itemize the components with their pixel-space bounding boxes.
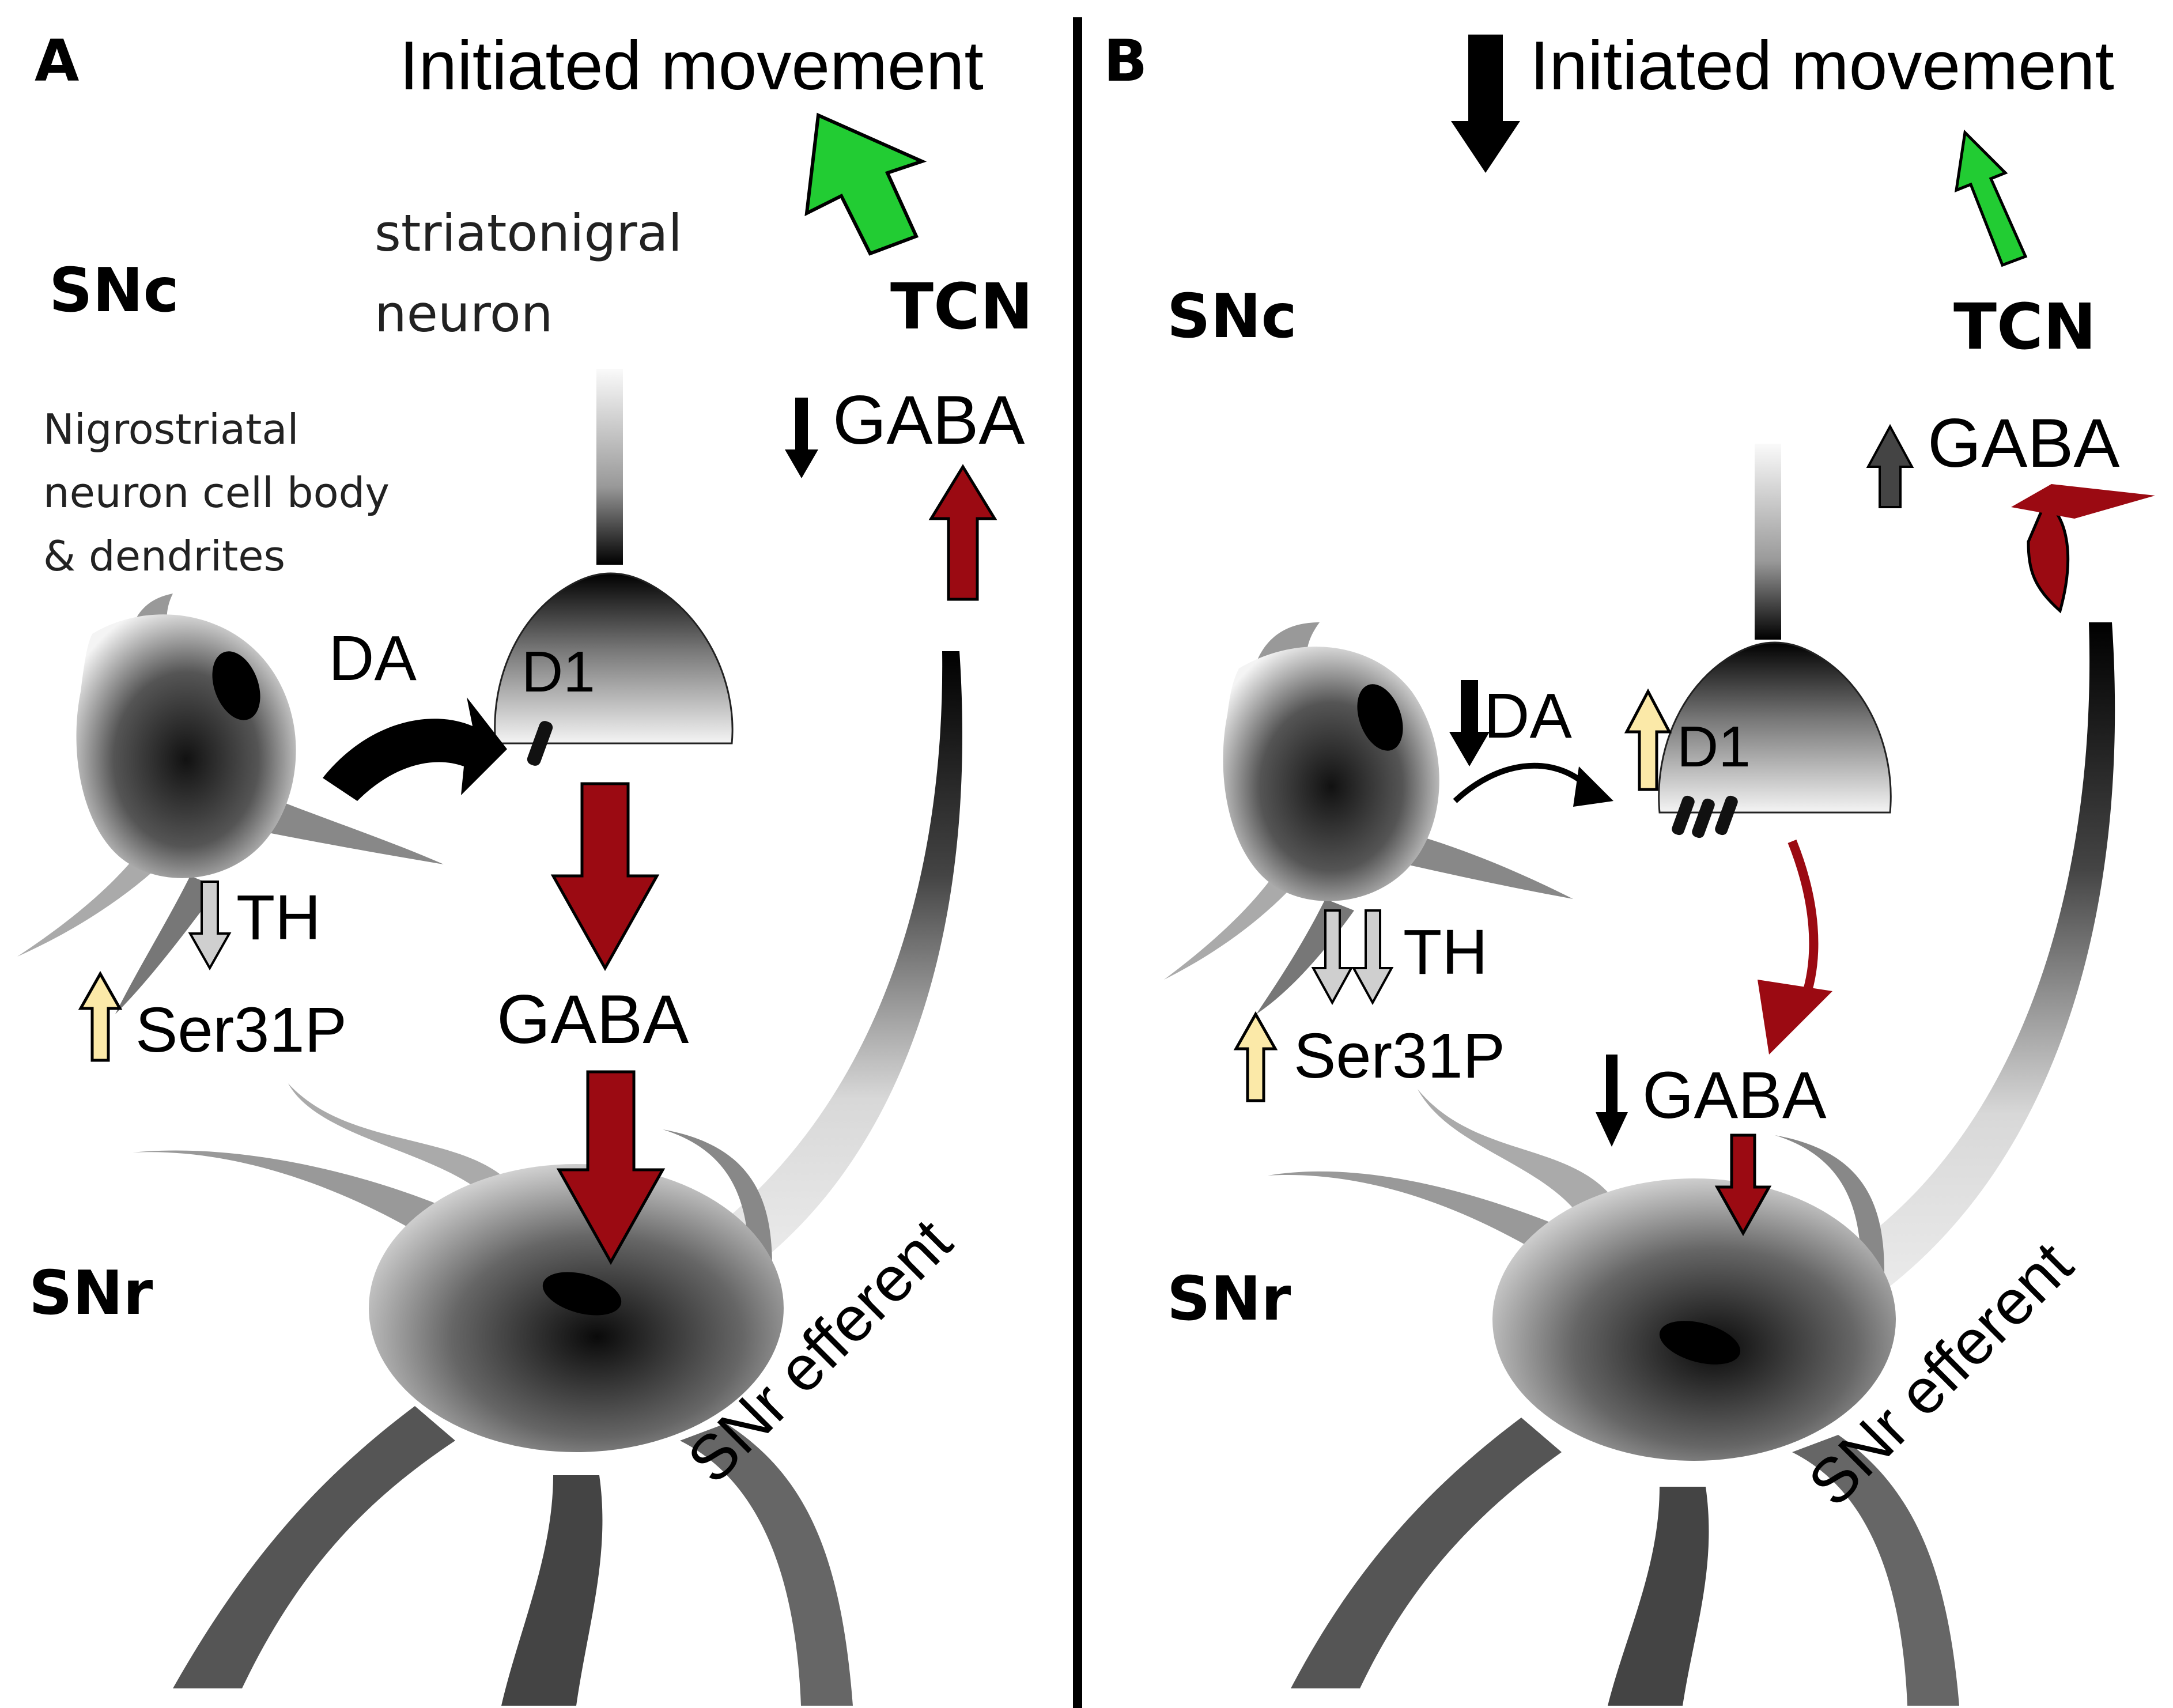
panel-b-th-label: TH <box>1403 917 1488 988</box>
striatonigral-axon-stem <box>596 369 623 565</box>
movement-down-arrow-b <box>1451 35 1520 173</box>
panel-a-snc-label: SNc <box>49 255 179 326</box>
panel-b-ser31p-label: Ser31P <box>1294 1021 1505 1091</box>
panel-divider <box>1073 17 1082 1708</box>
d1-receptor-b-3 <box>1715 795 1738 836</box>
snr-dendrite-top-b <box>1418 1089 1613 1233</box>
panel-b-gaba-tcn: GABA <box>1928 405 2119 482</box>
panel-a-da-label: DA <box>328 623 417 694</box>
snr-nucleus-b <box>1659 1321 1741 1365</box>
snr-dendrite-bottom-left-b <box>1291 1418 1562 1688</box>
gaba-tcn-up-arrow-b <box>1866 424 1914 508</box>
nigrostriatal-neuron <box>17 594 444 1014</box>
movement-arrow-b <box>1954 129 2028 267</box>
gaba-down-arrow-lower <box>556 1070 666 1265</box>
panel-b-gaba-mid: GABA <box>1642 1059 1827 1132</box>
snr-dendrite-bottom-left <box>173 1406 455 1688</box>
snr-neuron-b <box>1268 622 2115 1706</box>
snr-nucleus <box>542 1272 622 1316</box>
panel-b-d1-label: D1 <box>1677 715 1751 779</box>
gaba-tcn-curved-arrow-b <box>2027 499 2070 614</box>
panel-b: B Initiated movement SNc TCN GABA DA D1 … <box>1103 27 2155 1706</box>
panel-a-gaba-tcn: GABA <box>833 381 1025 459</box>
panel-b-snc-label: SNc <box>1167 281 1297 352</box>
panel-a-ser31p-label: Ser31P <box>135 995 347 1065</box>
snr-neuron <box>133 651 962 1706</box>
nigrostriatal-dendrite-down <box>115 876 219 1014</box>
gaba-curved-arrow-b <box>1787 840 1819 1004</box>
panel-a-striatonigral-line2: neuron <box>375 284 553 343</box>
snr-dendrite-bottom-right <box>680 1423 853 1706</box>
snr-dendrite-bottom-mid <box>501 1475 603 1706</box>
panel-a: A Initiated movement SNc striatonigral n… <box>17 27 1033 1706</box>
da-arrow-b-head <box>1573 766 1613 807</box>
panel-a-striatonigral-line1: striatonigral <box>375 203 682 263</box>
panel-b-initiated-movement: Initiated movement <box>1530 27 2114 104</box>
panel-a-gaba-mid: GABA <box>497 981 689 1058</box>
nigrostriatal-nucleus-b <box>1357 684 1403 751</box>
d1-up-arrow-b <box>1624 688 1672 791</box>
movement-arrow <box>804 112 927 256</box>
th-down-arrow-b-2 <box>1351 909 1394 1006</box>
nigrostriatal-soma-b <box>1223 647 1439 901</box>
snr-dendrite-left <box>133 1150 490 1268</box>
d1-receptor <box>527 721 553 766</box>
panel-b-letter: B <box>1103 27 1147 95</box>
panel-a-snr-label: SNr <box>29 1258 153 1328</box>
panel-b-snr-label: SNr <box>1167 1264 1291 1334</box>
da-arrow-b <box>1453 762 1587 803</box>
panel-a-nigrostriatal-line2: neuron cell body <box>43 468 390 517</box>
nigrostriatal-nucleus <box>212 651 260 720</box>
panel-a-th-label: TH <box>236 882 321 953</box>
striatonigral-axon-stem-b <box>1755 444 1781 640</box>
nigrostriatal-soma <box>76 614 296 878</box>
gaba-down-arrow-upper <box>550 782 660 972</box>
gaba-mid-down-arrow-b <box>1596 1055 1628 1147</box>
gaba-up-arrow-tcn <box>928 464 997 601</box>
da-arrow <box>323 697 507 801</box>
panel-a-letter: A <box>35 27 79 95</box>
nigrostriatal-dendrite-right <box>254 795 444 864</box>
snr-dendrite-bottom-right-b <box>1792 1435 1959 1706</box>
ser31p-up-arrow <box>78 970 123 1062</box>
panel-a-nigrostriatal-line3: & dendrites <box>43 532 285 580</box>
striatonigral-terminal-b <box>1658 444 1892 838</box>
panel-a-tcn-label: TCN <box>890 270 1033 343</box>
panel-a-nigrostriatal-line1: Nigrostriatal <box>43 405 298 454</box>
da-down-arrow-b <box>1449 680 1490 766</box>
panel-a-d1-label: D1 <box>521 640 595 704</box>
d1-receptor-b-1 <box>1672 795 1695 836</box>
snr-soma-b <box>1492 1178 1896 1461</box>
panel-a-initiated-movement: Initiated movement <box>399 27 984 104</box>
snr-dendrite-top <box>288 1083 519 1222</box>
gaba-down-arrow-b <box>1714 1133 1772 1237</box>
nigrostriatal-dendrite-right-b <box>1406 836 1573 899</box>
panel-b-tcn-label: TCN <box>1953 290 2096 364</box>
gaba-tcn-curved-arrow-b-head <box>2011 484 2155 519</box>
gaba-curved-arrow-b-head <box>1758 980 1832 1055</box>
ser31p-up-arrow-b <box>1233 1011 1278 1102</box>
gaba-tcn-down-arrow <box>785 398 818 478</box>
panel-b-da-label: DA <box>1484 681 1572 751</box>
nigrostriatal-dendrite-left-b <box>1164 859 1302 980</box>
striatonigral-bouton <box>494 572 734 745</box>
striatonigral-bouton-b <box>1658 641 1892 814</box>
d1-receptor-b-2 <box>1692 798 1715 838</box>
th-down-arrow <box>188 881 232 971</box>
snr-dendrite-bottom-mid-b <box>1608 1487 1709 1706</box>
th-down-arrow-b-1 <box>1311 909 1354 1006</box>
striatonigral-terminal <box>494 369 734 766</box>
